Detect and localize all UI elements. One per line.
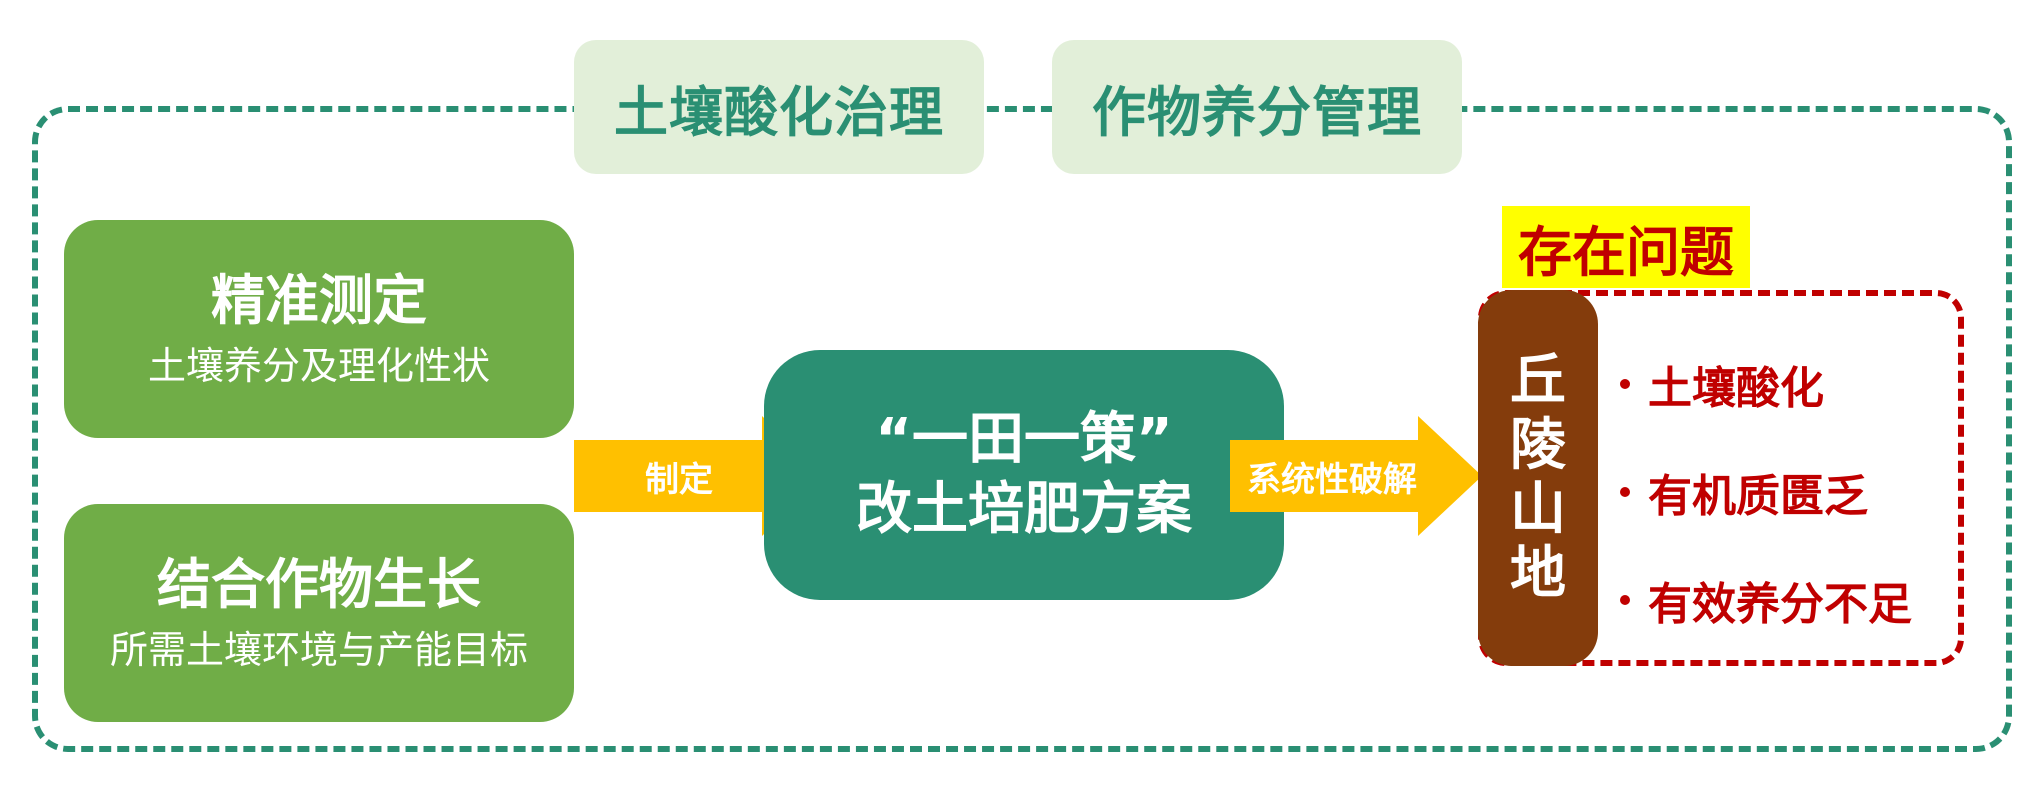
- center-plan-line2: 改土培肥方案: [856, 477, 1192, 542]
- list-item: 有机质匮乏: [1620, 438, 1960, 546]
- tab-crop-nutrient: 作物养分管理: [1052, 40, 1462, 174]
- box-precise-measurement: 精准测定 土壤养分及理化性状: [64, 220, 574, 438]
- list-item: 土壤酸化: [1620, 330, 1960, 438]
- box-precise-measurement-subtitle: 土壤养分及理化性状: [147, 343, 490, 388]
- bullet-icon: [1620, 379, 1630, 389]
- bullet-icon: [1620, 487, 1630, 497]
- bullet-icon: [1620, 595, 1630, 605]
- tab-soil-acidification: 土壤酸化治理: [574, 40, 984, 174]
- box-crop-growth-title: 结合作物生长: [157, 552, 481, 616]
- outer-dashed-frame: [32, 106, 2012, 752]
- box-crop-growth: 结合作物生长 所需土壤环境与产能目标: [64, 504, 574, 722]
- region-char: 丘: [1510, 348, 1566, 414]
- list-item: 有效养分不足: [1620, 546, 1960, 654]
- problem-item-label: 有效养分不足: [1648, 579, 1912, 630]
- center-plan-line1: “一田一策”: [875, 407, 1173, 472]
- arrow-formulate-label: 制定: [645, 459, 713, 500]
- problem-tag: 存在问题: [1502, 206, 1750, 288]
- box-crop-growth-subtitle: 所需土壤环境与产能目标: [109, 627, 528, 672]
- arrow-systematic-solve: [1230, 416, 1482, 536]
- region-char: 地: [1510, 541, 1566, 607]
- arrow-systematic-solve-label: 系统性破解: [1247, 459, 1417, 500]
- problem-item-label: 有机质匮乏: [1648, 471, 1868, 522]
- region-char: 山: [1510, 477, 1566, 542]
- problem-list: 土壤酸化 有机质匮乏 有效养分不足: [1620, 330, 1960, 654]
- region-hilly-mountain-box: 丘 陵 山 地: [1478, 290, 1598, 666]
- arrow-formulate: [574, 416, 824, 536]
- center-plan-box: “一田一策” 改土培肥方案: [764, 350, 1284, 600]
- region-char: 陵: [1510, 412, 1566, 478]
- problem-item-label: 土壤酸化: [1648, 363, 1824, 414]
- box-precise-measurement-title: 精准测定: [211, 268, 427, 332]
